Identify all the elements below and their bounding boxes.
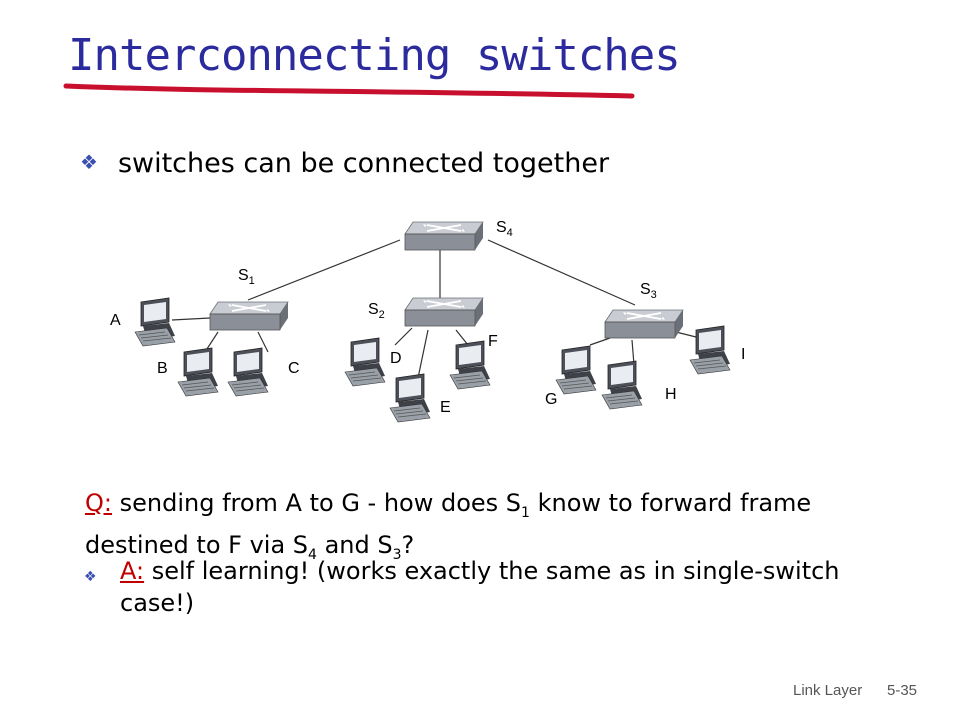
host-label-f: F — [488, 333, 498, 350]
footer-page-number: 5-35 — [887, 682, 918, 699]
bullet-text: switches can be connected together — [117, 148, 610, 179]
switch-s4-icon — [404, 221, 484, 251]
slide-title: Interconnecting switches — [68, 30, 681, 81]
host-h-icon — [601, 360, 643, 410]
answer-label: A: — [120, 557, 145, 585]
host-c-icon — [227, 347, 269, 397]
switch-s1-icon — [209, 301, 289, 331]
title-underline — [63, 83, 635, 99]
answer-paragraph: ❖ A: self learning! (works exactly the s… — [84, 555, 904, 619]
host-label-h: H — [665, 386, 677, 403]
switch-s3-icon — [604, 309, 684, 339]
question-paragraph: Q: sending from A to G - how does S1 kno… — [85, 489, 812, 563]
switch-label-s2: S2 — [368, 301, 385, 321]
diamond-bullet-icon: ❖ — [80, 150, 98, 174]
bullet-item: ❖ switches can be connected together — [80, 148, 609, 179]
host-b-icon — [177, 347, 219, 397]
switch-label-s1: S1 — [238, 267, 255, 287]
switch-label-s3: S3 — [640, 281, 657, 301]
host-label-c: C — [288, 360, 300, 377]
host-label-d: D — [390, 350, 402, 367]
question-label: Q: — [85, 489, 112, 517]
diamond-bullet-icon: ❖ — [84, 569, 97, 585]
host-a-icon — [134, 297, 176, 347]
host-label-b: B — [157, 360, 168, 377]
footer-chapter: Link Layer — [793, 682, 863, 699]
host-i-icon — [689, 325, 731, 375]
host-label-e: E — [440, 399, 451, 416]
answer-text: self learning! (works exactly the same a… — [120, 557, 840, 617]
switch-label-s4: S4 — [496, 219, 513, 239]
host-f-icon — [449, 340, 491, 390]
host-label-a: A — [110, 312, 121, 329]
host-d-icon — [344, 337, 386, 387]
host-label-i: I — [741, 346, 745, 363]
host-e-icon — [389, 373, 431, 423]
host-g-icon — [555, 345, 597, 395]
host-label-g: G — [545, 391, 557, 408]
switch-s2-icon — [404, 297, 484, 327]
